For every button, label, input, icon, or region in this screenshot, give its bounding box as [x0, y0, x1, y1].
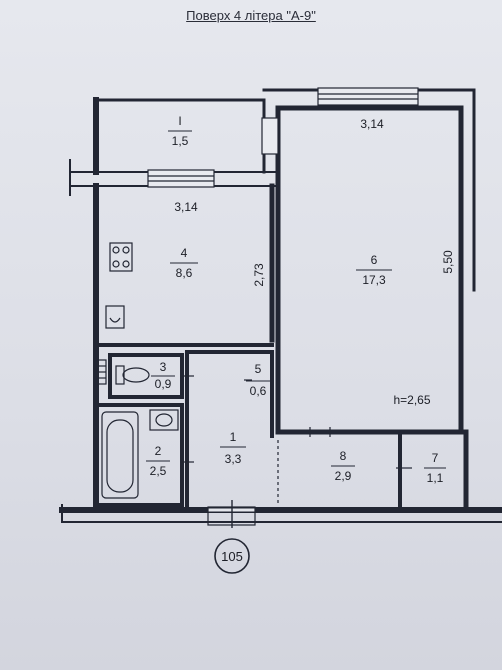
- radiator-icon: [97, 359, 107, 385]
- bath-walls: [94, 403, 184, 507]
- room-number-corridor: 8: [340, 449, 347, 463]
- ceiling-height: h=2,65: [393, 393, 430, 407]
- room-number-storage: 7: [432, 451, 439, 465]
- dim-kitchen-width: 3,14: [174, 200, 198, 214]
- room-number-balcony: I: [178, 114, 181, 128]
- dim-kitchen-depth: 2,73: [252, 263, 266, 287]
- fixtures: [97, 242, 179, 499]
- windows: [147, 87, 419, 188]
- kitchen-sink-icon: [105, 305, 125, 329]
- room-number-bath: 2: [155, 444, 162, 458]
- living-window: [317, 87, 419, 106]
- room-area-hall: 3,3: [225, 452, 242, 466]
- room-number-living: 6: [371, 253, 378, 267]
- room-number-closet: 5: [255, 362, 262, 376]
- kitchen-window: [147, 169, 215, 188]
- room-labels: I 1,5 4 8,6 6 17,3 3 0,9 5 0,6 2 2,5 1 3…: [146, 114, 446, 485]
- room-area-bath: 2,5: [150, 464, 167, 478]
- room-number-hall: 1: [230, 430, 237, 444]
- dimension-labels: 3,14 2,73 3,14 5,50 h=2,65: [174, 117, 455, 407]
- room-number-kitchen: 4: [181, 246, 188, 260]
- building-number-marker: 105: [214, 538, 250, 574]
- room-area-kitchen: 8,6: [176, 266, 193, 280]
- closet-wall: [185, 350, 274, 438]
- stove-icon: [109, 242, 133, 272]
- building-number: 105: [221, 549, 243, 564]
- washbasin-icon: [149, 409, 179, 431]
- room-area-closet: 0,6: [250, 384, 267, 398]
- room-area-corridor: 2,9: [335, 469, 352, 483]
- toilet-icon: [115, 365, 150, 385]
- doors: [182, 375, 412, 528]
- plan-title: Поверх 4 літера "А-9": [186, 8, 316, 23]
- room-area-balcony: 1,5: [172, 134, 189, 148]
- balcony-door: [261, 117, 279, 155]
- room-area-toilet: 0,9: [155, 377, 172, 391]
- room-area-storage: 1,1: [427, 471, 444, 485]
- room-number-toilet: 3: [160, 360, 167, 374]
- room-area-living: 17,3: [362, 273, 386, 287]
- bathtub-icon: [101, 411, 139, 499]
- dim-living-width: 3,14: [360, 117, 384, 131]
- dim-living-depth: 5,50: [441, 250, 455, 274]
